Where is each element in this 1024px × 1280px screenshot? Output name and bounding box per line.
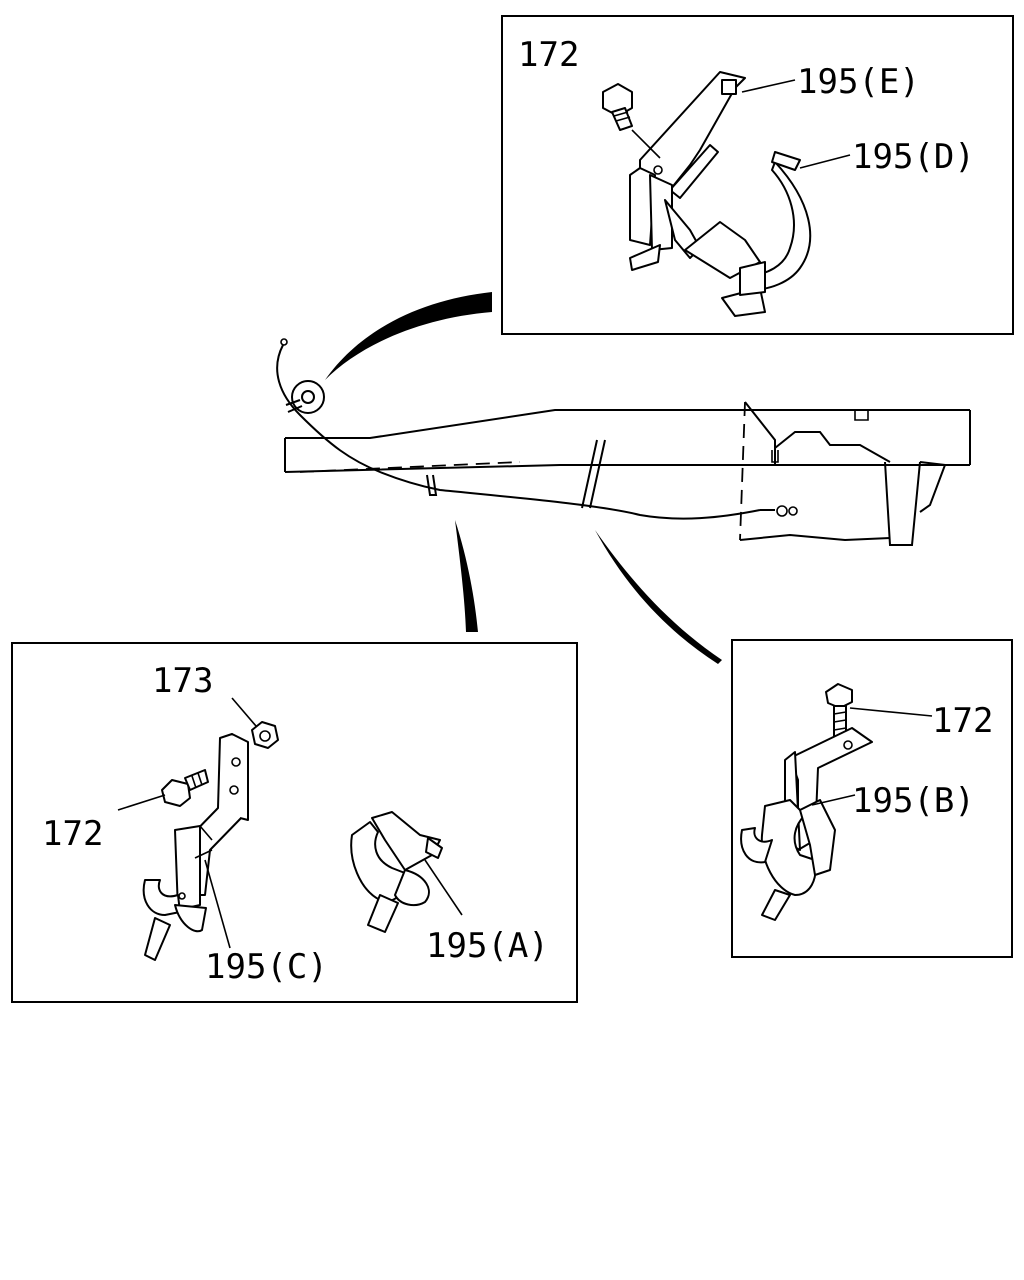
label-195d: 195(D): [852, 137, 975, 177]
chassis-frame-view: [276, 338, 971, 546]
callout-pointer-right: [595, 530, 722, 664]
label-195b: 195(B): [852, 781, 975, 821]
label-172-left: 172: [42, 814, 103, 854]
callout-pointer-left: [455, 520, 478, 632]
detail-box-left: 173 172 195(C) 195(A): [11, 642, 578, 1003]
label-195a: 195(A): [426, 926, 549, 966]
bolt-icon: [602, 83, 633, 131]
grommet: [285, 380, 325, 414]
label-172-top: 172: [518, 35, 579, 75]
label-195c: 195(C): [205, 947, 328, 987]
detail-box-right: 172 195(B): [731, 639, 1013, 958]
clip-d: [721, 151, 812, 317]
bolt-icon-left: [161, 769, 209, 807]
nut-icon: [251, 721, 279, 749]
label-195e: 195(E): [797, 62, 920, 102]
clip-a: [350, 811, 443, 933]
label-173: 173: [152, 661, 213, 701]
clip-e: [629, 71, 761, 279]
label-172-right: 172: [932, 701, 993, 741]
callout-pointer-top: [325, 292, 492, 380]
detail-box-top: 172 195(E) 195(D): [501, 15, 1014, 335]
clip-b: [740, 727, 873, 921]
clip-c: [142, 733, 249, 961]
